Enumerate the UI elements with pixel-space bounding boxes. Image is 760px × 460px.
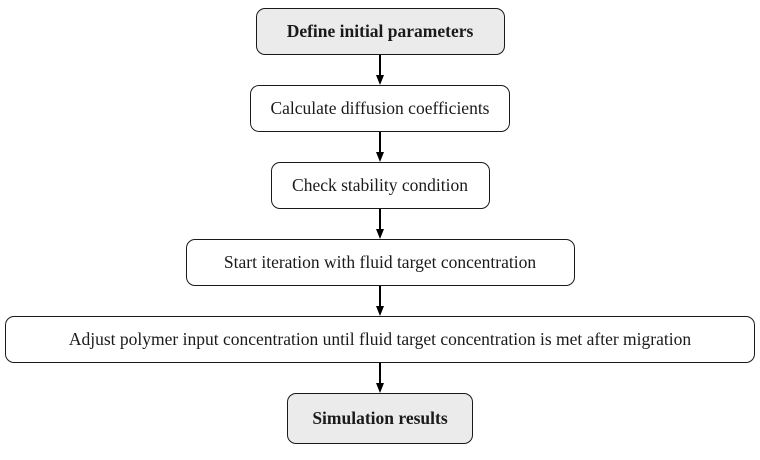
flow-node-simulation-results: Simulation results	[287, 393, 473, 444]
arrow-head-icon	[376, 383, 384, 393]
flow-node-define-initial-parameters: Define initial parameters	[255, 8, 505, 55]
flow-node-check-stability-condition: Check stability condition	[270, 162, 490, 209]
arrow-head-icon	[376, 75, 384, 85]
arrow-shaft	[379, 363, 381, 384]
arrow-head-icon	[376, 152, 384, 162]
flow-node-start-iteration: Start iteration with fluid target concen…	[185, 239, 575, 286]
arrow-shaft	[379, 286, 381, 307]
flow-arrow-down-icon	[376, 209, 384, 239]
arrow-head-icon	[376, 306, 384, 316]
flowchart: Define initial parameters Calculate diff…	[0, 8, 760, 444]
flow-arrow-down-icon	[376, 55, 384, 85]
flow-arrow-down-icon	[376, 286, 384, 316]
flow-arrow-down-icon	[376, 132, 384, 162]
flow-node-adjust-polymer-input: Adjust polymer input concentration until…	[5, 316, 755, 363]
arrow-head-icon	[376, 229, 384, 239]
arrow-shaft	[379, 55, 381, 76]
flow-arrow-down-icon	[376, 363, 384, 393]
flow-node-calculate-diffusion-coefficients: Calculate diffusion coefficients	[250, 85, 510, 132]
arrow-shaft	[379, 132, 381, 153]
arrow-shaft	[379, 209, 381, 230]
